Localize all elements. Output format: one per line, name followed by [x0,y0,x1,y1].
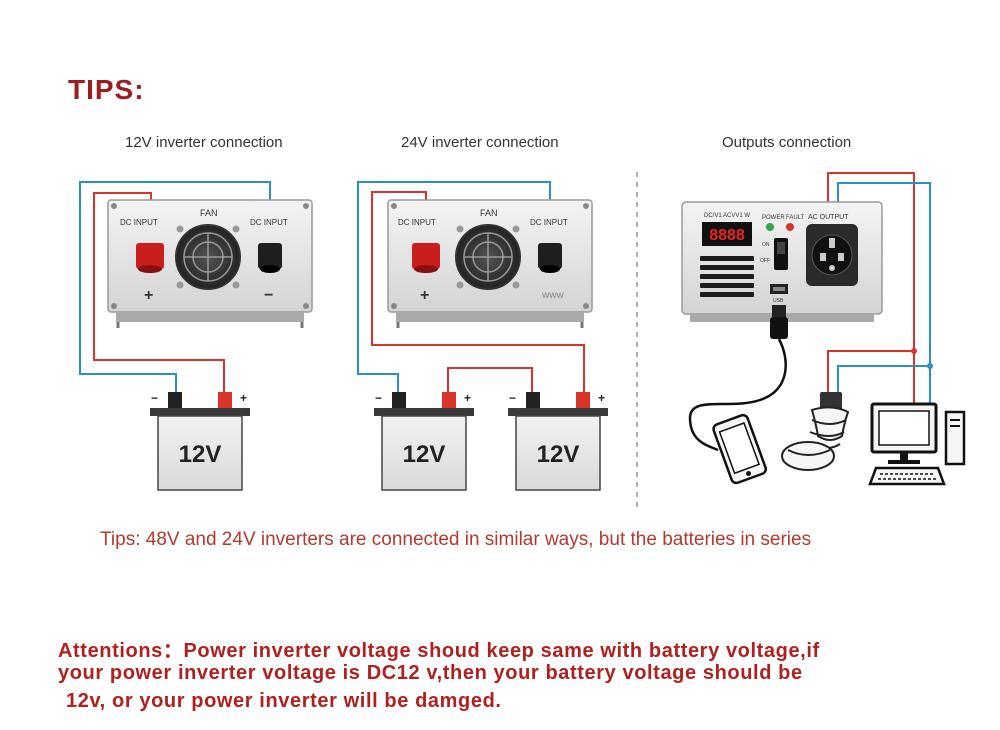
fan-label: FAN [200,208,218,218]
display-readout: 8888 [709,227,745,244]
off-label: OFF [760,258,770,264]
battery-label: 12V [537,441,580,468]
tips-title: TIPS: [68,74,145,105]
vent-slots [700,256,754,297]
on-label: ON [762,242,770,248]
usb-plug-icon [770,317,788,339]
section-12v: DC INPUT DC INPUT FAN + − − + 12V [79,181,313,491]
red-terminal-icon [412,243,440,269]
dc-input-right-label: DC INPUT [530,218,568,227]
inverter-24v: DC INPUT DC INPUT FAN + www [387,199,593,328]
watermark-text: www [541,290,564,301]
battery-label: 12V [179,441,222,468]
black-terminal-icon [258,243,282,269]
plus-label: + [144,287,153,304]
phone-icon [712,413,768,485]
dc-input-left-label: DC INPUT [398,218,436,227]
dc-input-right-label: DC INPUT [250,218,288,227]
battery-positive-terminal [442,392,456,408]
panel-label: DC/V1 ACVV1 W [704,213,750,219]
battery-minus-sign: − [151,391,158,405]
red-bulb-wire [827,350,914,392]
power-led-icon [766,223,774,231]
inverter-output-panel: DC/V1 ACVV1 W 8888 POWER FAULT ON OFF US… [681,201,883,322]
power-label: POWER [762,215,785,221]
section-24v: DC INPUT DC INPUT FAN + www − + 12V − + … [357,181,608,491]
battery-12v: − + 12V [150,391,250,491]
bulb-icon [781,392,850,471]
battery-24v-2: − + 12V [508,391,608,491]
battery-plus-sign: + [598,391,605,405]
red-terminal-icon [136,243,164,269]
attention-line-1: Attentions：Power inverter voltage shoud … [58,640,820,662]
battery-positive-terminal [218,392,232,408]
battery-negative-terminal [526,392,540,408]
caption-12v-inverter: 12V inverter connection [125,134,283,151]
usb-cable [688,305,788,452]
blue-wire-12v [79,181,271,392]
minus-label: − [264,287,273,304]
fault-label: FAULT [786,215,805,221]
series-red-wire [447,367,533,392]
dc-input-left-label: DC INPUT [120,218,158,227]
tips-note: Tips: 48V and 24V inverters are connecte… [100,529,812,550]
blue-wire-24v [357,181,551,392]
battery-plus-sign: + [240,391,247,405]
plus-label: + [420,287,429,304]
attention-line-3: 12v, or your power inverter will be damg… [66,690,502,712]
caption-24v-inverter: 24V inverter connection [401,134,559,151]
battery-minus-sign: − [509,391,516,405]
fan-label: FAN [480,208,498,218]
battery-plus-sign: + [464,391,471,405]
black-terminal-icon [538,243,562,269]
battery-positive-terminal [576,392,590,408]
usb-label: USB [773,298,784,304]
inverter-12v: DC INPUT DC INPUT FAN + − [107,199,313,328]
fault-led-icon [786,223,794,231]
computer-icon [868,402,966,486]
digital-display [702,222,752,246]
attention-line-2: your power inverter voltage is DC12 v,th… [58,662,803,684]
battery-label: 12V [403,441,446,468]
battery-minus-sign: − [375,391,382,405]
caption-outputs: Outputs connection [722,134,852,151]
inverter-base [116,312,304,322]
battery-negative-terminal [168,392,182,408]
section-outputs: DC/V1 ACVV1 W 8888 POWER FAULT ON OFF US… [681,172,966,486]
keyboard-icon [868,466,946,486]
battery-negative-terminal [392,392,406,408]
battery-24v-1: − + 12V [374,391,474,491]
ac-output-label: AC OUTPUT [808,214,849,221]
blue-bulb-wire [837,365,930,392]
